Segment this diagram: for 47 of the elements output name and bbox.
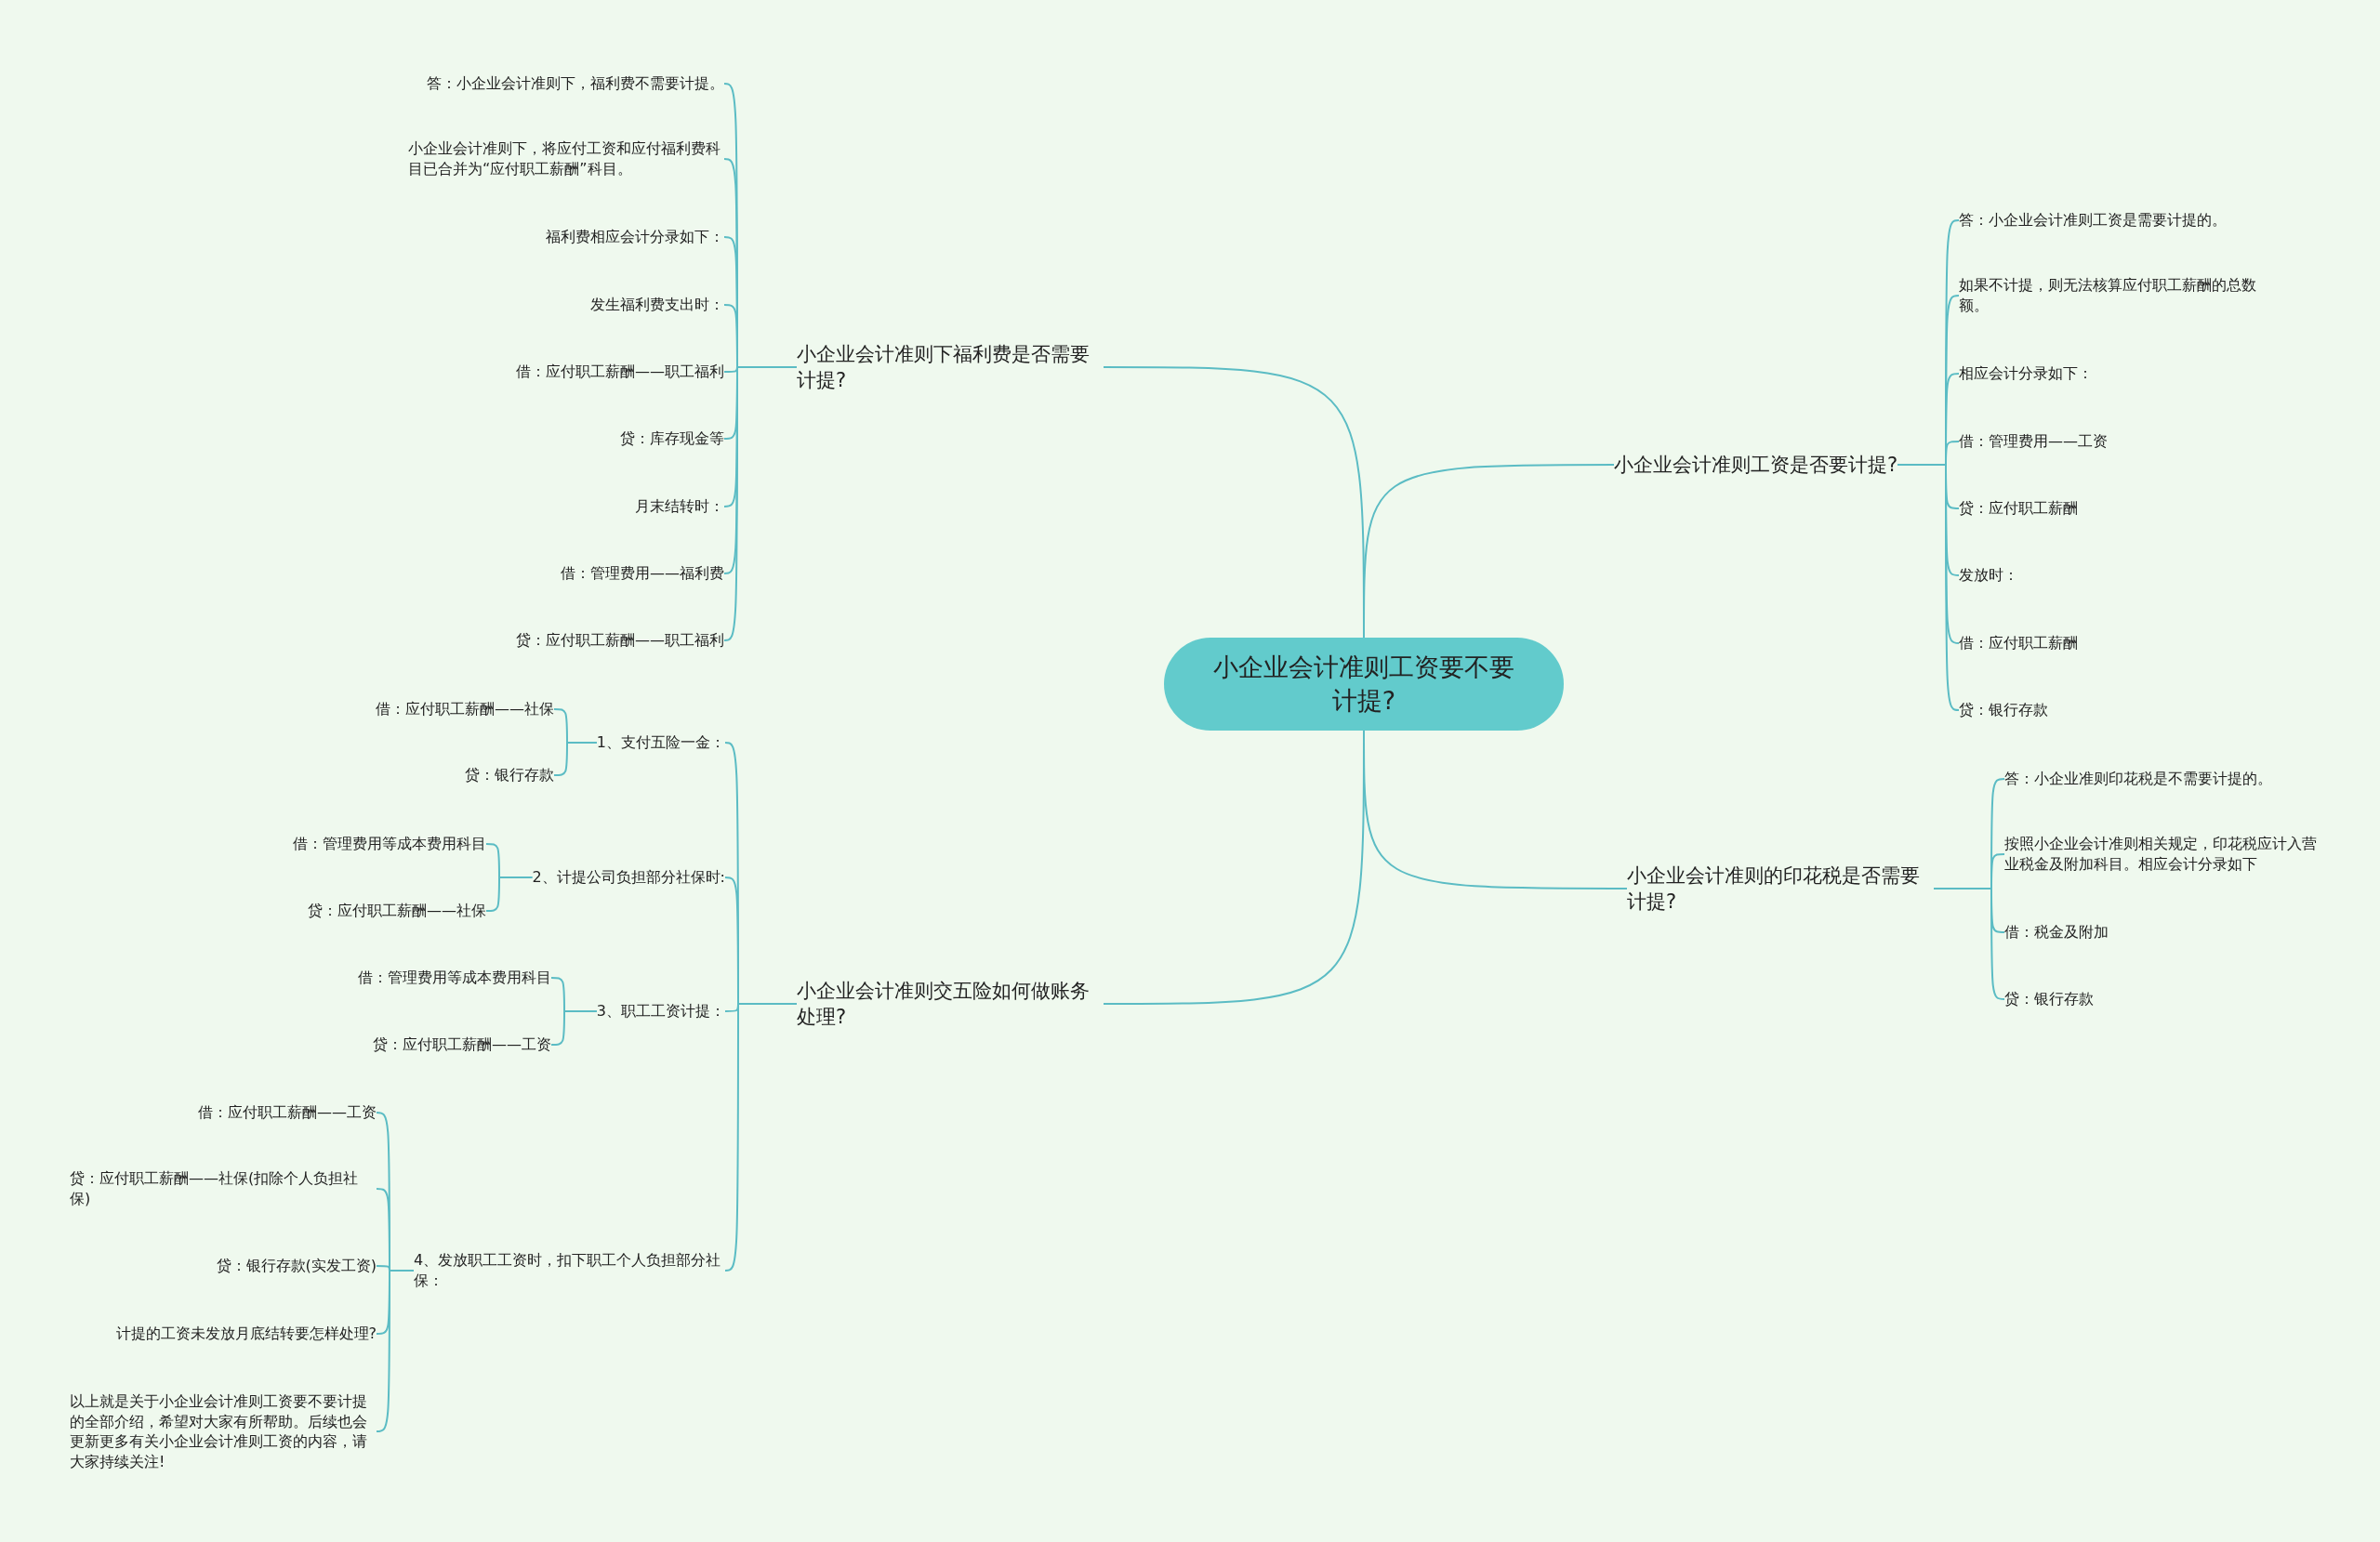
subtopic-text: 发生福利费支出时： [590,295,724,315]
subtopic-text: 1、支付五险一金： [596,732,725,753]
connector-line [485,876,534,912]
subtopic-text: 借：应付职工薪酬——社保 [376,699,554,719]
subtopic-text: 发放时： [1959,565,2018,586]
subtopic-text: 贷：应付职工薪酬——工资 [373,1035,551,1055]
subtopic-text: 借：管理费用——福利费 [561,563,724,584]
subtopic-text: 4、发放职工工资时，扣下职工个人负担部分社保： [414,1250,725,1291]
subtopic-text: 3、职工工资计提： [596,1001,725,1021]
subtopic-text: 借：税金及附加 [2004,922,2109,942]
subtopic-text: 贷：应付职工薪酬——职工福利 [516,630,724,651]
subtopic-text: 贷：应付职工薪酬——社保 [308,901,486,921]
subtopic-text: 2、计提公司负担部分社保时: [532,867,725,888]
subtopic-text: 借：应付职工薪酬 [1959,633,2078,653]
connector-line [550,1010,598,1046]
subtopic-text: 按照小企业会计准则相关规定，印花税应计入营业税金及附加科目。相应会计分录如下 [2004,834,2320,875]
branch-topic: 小企业会计准则下福利费是否需要计提? [797,340,1104,394]
subtopic-text: 相应会计分录如下： [1959,363,2093,384]
branch-topic: 小企业会计准则的印花税是否需要计提? [1627,862,1934,916]
branch-topic: 小企业会计准则工资是否要计提? [1614,451,1898,479]
subtopic-text: 贷：应付职工薪酬 [1959,498,2078,519]
central-topic: 小企业会计准则工资要不要计提? [1164,638,1564,731]
subtopic-text: 借：管理费用——工资 [1959,431,2108,452]
subtopic-text: 福利费相应会计分录如下： [546,227,724,247]
subtopic-text: 借：管理费用等成本费用科目 [358,968,551,988]
subtopic-text: 月末结转时： [635,496,724,517]
subtopic-text: 以上就是关于小企业会计准则工资要不要计提的全部介绍，希望对大家有所帮助。后续也会更新更多有关小企业会计准则工资的内容，请大家持续关注! [70,1390,377,1472]
connector-line [553,742,598,776]
connector-line [1897,464,1960,711]
subtopic-text: 贷：银行存款 [2004,989,2094,1009]
connector-line [723,366,798,641]
subtopic-text: 小企业会计准则下，将应付工资和应付福利费科目已合并为“应付职工薪酬”科目。 [408,138,724,179]
connector-line [724,1003,798,1272]
subtopic-text: 贷：库存现金等 [620,428,724,449]
subtopic-text: 贷：银行存款 [1959,700,2048,720]
subtopic-text: 计提的工资未发放月底结转要怎样处理? [115,1324,377,1344]
subtopic-text: 贷：银行存款 [465,765,554,785]
subtopic-text: 如果不计提，则无法核算应付职工薪酬的总数额。 [1959,275,2275,316]
subtopic-text: 借：应付职工薪酬——工资 [198,1102,377,1123]
subtopic-text: 借：应付职工薪酬——职工福利 [516,362,724,382]
subtopic-text: 答：小企业会计准则下，福利费不需要计提。 [427,73,724,94]
subtopic-text: 贷：应付职工薪酬——社保(扣除个人负担社保) [70,1168,377,1209]
subtopic-text: 贷：银行存款(实发工资) [216,1256,377,1276]
branch-topic: 小企业会计准则交五险如何做账务处理? [797,977,1104,1031]
subtopic-text: 答：小企业准则印花税是不需要计提的。 [2004,769,2272,789]
subtopic-text: 答：小企业会计准则工资是需要计提的。 [1959,210,2227,231]
subtopic-text: 借：管理费用等成本费用科目 [293,834,486,854]
